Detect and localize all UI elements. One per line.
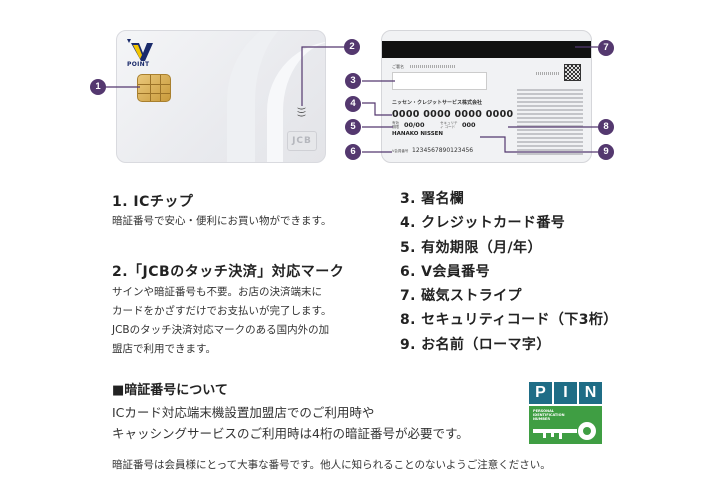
pin-logo: P I N PERSONAL IDENTIFICATION NUMBER <box>529 382 602 444</box>
ic-chip-icon <box>137 74 171 102</box>
issuer-name: ニッセン・クレジットサービス株式会社 <box>392 100 483 106</box>
pin-letter: P <box>529 382 552 404</box>
jcb-mark: JCB <box>287 131 317 151</box>
expiry-label: 有効期限 <box>392 121 399 129</box>
expiry-date: 00/00 <box>404 121 425 129</box>
callout-badge-3: 3 <box>345 73 361 89</box>
touch-title: 2.「JCBのタッチ決済」対応マーク <box>112 264 345 280</box>
ic-chip-title: 1. ICチップ <box>112 194 194 210</box>
ic-chip-body: 暗証番号で安心・便利にお買い物ができます。 <box>112 215 332 227</box>
touch-line-1: サインや暗証番号も不要。お店の決済端末に <box>112 286 322 298</box>
pin-letter: N <box>579 382 602 404</box>
pin-letter: I <box>554 382 577 404</box>
holder-name: HANAKO NISSEN <box>392 131 444 137</box>
magnetic-stripe <box>382 41 591 58</box>
callout-badge-7: 7 <box>598 40 614 56</box>
callout-badge-5: 5 <box>345 119 361 135</box>
list-item: 3. 署名欄 <box>400 191 465 207</box>
key-icon <box>533 422 596 440</box>
pin-caution-note: 暗証番号は会員様にとって大事な番号です。他人に知られることのないようご注意くださ… <box>112 459 551 471</box>
touch-line-2: カードをかざすだけでお支払いが完了します。 <box>112 305 332 317</box>
card-front: POINT ))) JCB <box>116 30 326 163</box>
pin-section-title: ■暗証番号について <box>112 383 228 398</box>
callout-badge-1: 1 <box>90 79 106 95</box>
terms-text-block <box>517 89 583 155</box>
touch-line-4: 盟店で利用できます。 <box>112 343 216 355</box>
signature-label: ご署名 <box>392 64 404 69</box>
v-member-label: V会員番号 <box>392 149 409 153</box>
list-item: 6. V会員番号 <box>400 263 490 280</box>
card-parts-list: 3. 署名欄 4. クレジットカード番号 5. 有効期限（月/年） 6. V会員… <box>400 187 618 357</box>
list-item: 8. セキュリティコード（下3桁） <box>400 312 618 329</box>
card-back: ご署名 ニッセン・クレジットサービス株式会社 0000 0000 0000 00… <box>381 30 592 163</box>
contactless-icon: ))) <box>295 106 306 118</box>
list-item: 5. 有効期限（月/年） <box>400 239 542 256</box>
callout-badge-4: 4 <box>345 96 361 112</box>
v-point-logo-icon <box>127 39 153 61</box>
pin-section-body: ICカード対応端末機設置加盟店でのご利用時や キャッシングサービスのご利用時は4… <box>112 405 469 441</box>
list-item: 4. クレジットカード番号 <box>400 215 566 232</box>
card-number: 0000 0000 0000 0000 <box>392 109 514 120</box>
v-member-number: 1234567890123456 <box>412 147 474 154</box>
pin-subtitle: PERSONAL IDENTIFICATION NUMBER <box>533 409 565 421</box>
callout-badge-9: 9 <box>598 144 614 160</box>
list-item: 9. お名前（ローマ字） <box>400 336 551 353</box>
list-item: 7. 磁気ストライプ <box>400 288 522 305</box>
qr-code-icon <box>564 64 581 81</box>
signature-panel <box>392 72 487 90</box>
callout-badge-8: 8 <box>598 119 614 135</box>
callout-badge-2: 2 <box>344 39 360 55</box>
callout-badge-6: 6 <box>345 144 361 160</box>
security-code: 000 <box>462 121 476 129</box>
brand-text: POINT <box>127 61 150 68</box>
security-code-label: セキュリティ コード <box>440 121 458 129</box>
touch-line-3: JCBのタッチ決済対応マークのある国内外の加 <box>112 324 330 336</box>
